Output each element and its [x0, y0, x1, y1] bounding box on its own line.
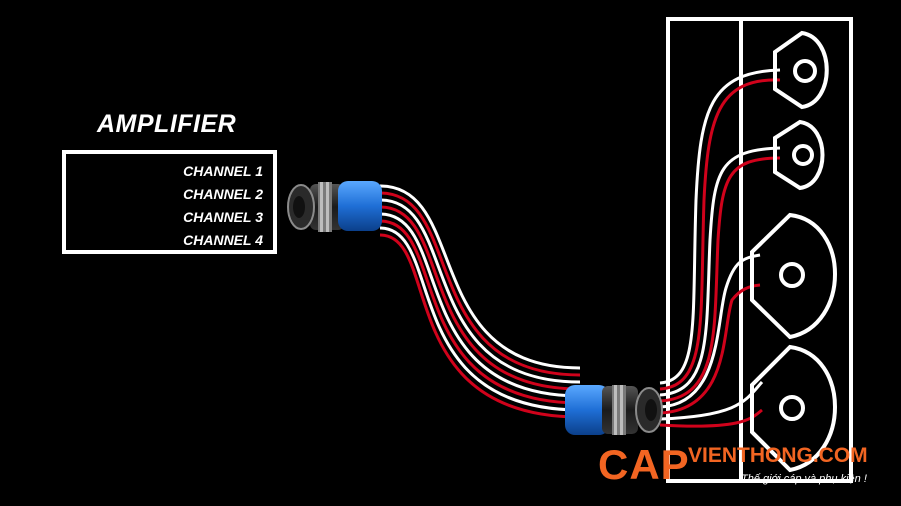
speaker-driver-icon [750, 212, 837, 340]
speaker-driver-icon [750, 344, 837, 473]
logo-domain: VIENTHONG.COM [688, 444, 868, 467]
channel-label: CHANNEL 2 [183, 186, 263, 202]
speaker-driver-icon [773, 119, 825, 191]
speaker-driver-icon [773, 30, 829, 110]
brand-logo: CAP VIENTHONG.COM Thế giới cáp và phụ ki… [598, 443, 888, 493]
amplifier-title: AMPLIFIER [97, 110, 237, 138]
channel-label: CHANNEL 3 [183, 209, 263, 225]
channel-label: CHANNEL 4 [183, 232, 263, 248]
amplifier-box: CHANNEL 1 CHANNEL 2 CHANNEL 3 CHANNEL 4 [62, 150, 277, 254]
speaker-wires [659, 68, 781, 428]
speakon-connector-icon [287, 181, 382, 232]
logo-brand: CAP [598, 441, 690, 488]
channel-label: CHANNEL 1 [183, 163, 263, 179]
logo-tagline: Thế giới cáp và phụ kiện ! [741, 473, 867, 485]
speaker-cable-bundle [379, 184, 581, 419]
speakon-connector-icon [565, 385, 663, 435]
